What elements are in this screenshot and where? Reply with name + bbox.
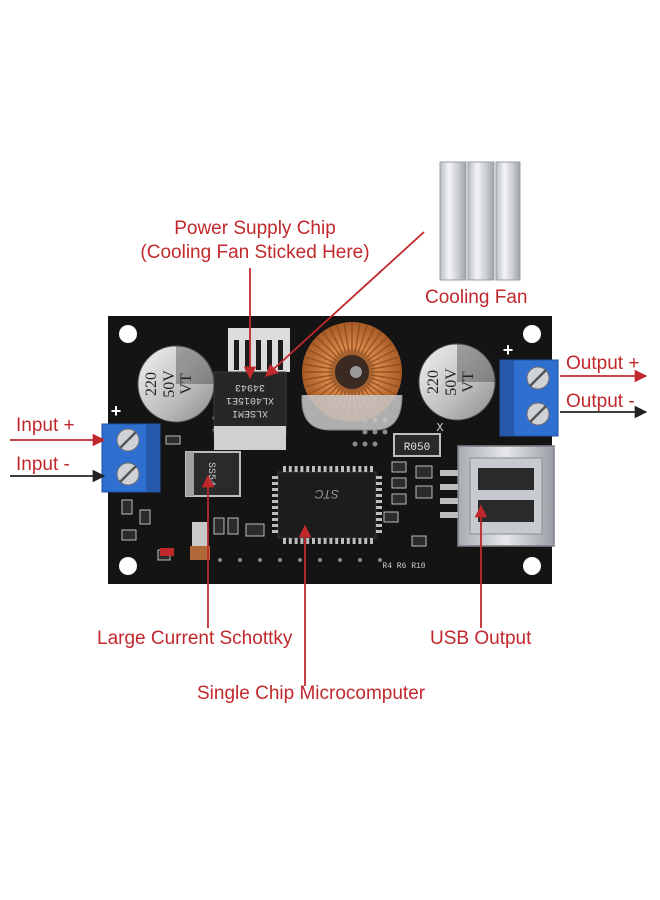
x-marking: X xyxy=(436,421,443,435)
output-plus-marking: + xyxy=(503,340,514,360)
diode-marking: SS54 xyxy=(205,462,216,486)
label-power-chip-line2: (Cooling Fan Sticked Here) xyxy=(140,242,370,263)
label-output-plus: Output + xyxy=(566,353,640,374)
capacitor-right xyxy=(418,343,496,421)
chip-line2: XL4015E1 xyxy=(226,394,274,405)
arrow-fan-to-chip xyxy=(265,231,425,377)
chip-line3: 34943 xyxy=(235,381,265,392)
led-indicator xyxy=(160,548,174,556)
label-mcu: Single Chip Microcomputer xyxy=(197,683,426,704)
resistor-marks: R4 R6 R10 xyxy=(382,562,425,571)
label-power-chip-line1: Power Supply Chip xyxy=(174,218,336,239)
input-plus-marking: + xyxy=(111,401,122,421)
smd-components xyxy=(121,435,433,561)
label-input-minus: Input - xyxy=(16,454,70,475)
cap-right-line1: 220 xyxy=(425,370,442,394)
chip-line1: XLSEMI xyxy=(232,407,268,418)
toroidal-inductor xyxy=(301,322,403,431)
label-input-plus: Input + xyxy=(16,415,75,436)
mcu-logo: STC xyxy=(315,487,339,501)
output-terminal-block xyxy=(499,359,559,437)
capacitor-left-marking: 220 50V VT xyxy=(143,370,195,398)
cooling-fan-heatsink xyxy=(439,161,521,281)
cap-right-line3: VT xyxy=(460,371,477,393)
microcontroller-chip xyxy=(272,466,382,544)
label-output-minus: Output - xyxy=(566,391,635,412)
label-usb-output: USB Output xyxy=(430,628,532,649)
power-chip-marking: XLSEMI XL4015E1 34943 xyxy=(226,381,274,418)
cap-right-line2: 50V xyxy=(443,368,460,396)
schottky-diode xyxy=(185,451,241,497)
label-schottky: Large Current Schottky xyxy=(97,628,293,649)
capacitor-right-marking: 220 50V VT xyxy=(425,368,477,396)
cap-left-line2: 50V xyxy=(161,370,178,398)
annotation-arrows xyxy=(10,231,648,686)
shunt-resistor: R050 xyxy=(393,433,441,457)
usb-port xyxy=(440,445,555,547)
input-terminal-block xyxy=(101,423,161,493)
shunt-marking: R050 xyxy=(404,442,430,454)
cap-left-line1: 220 xyxy=(143,372,160,396)
coil-small xyxy=(190,546,210,560)
cap-left-line3: VT xyxy=(178,373,195,395)
label-power-supply-chip: Power Supply Chip (Cooling Fan Sticked H… xyxy=(135,218,375,264)
label-cooling-fan: Cooling Fan xyxy=(425,287,528,308)
